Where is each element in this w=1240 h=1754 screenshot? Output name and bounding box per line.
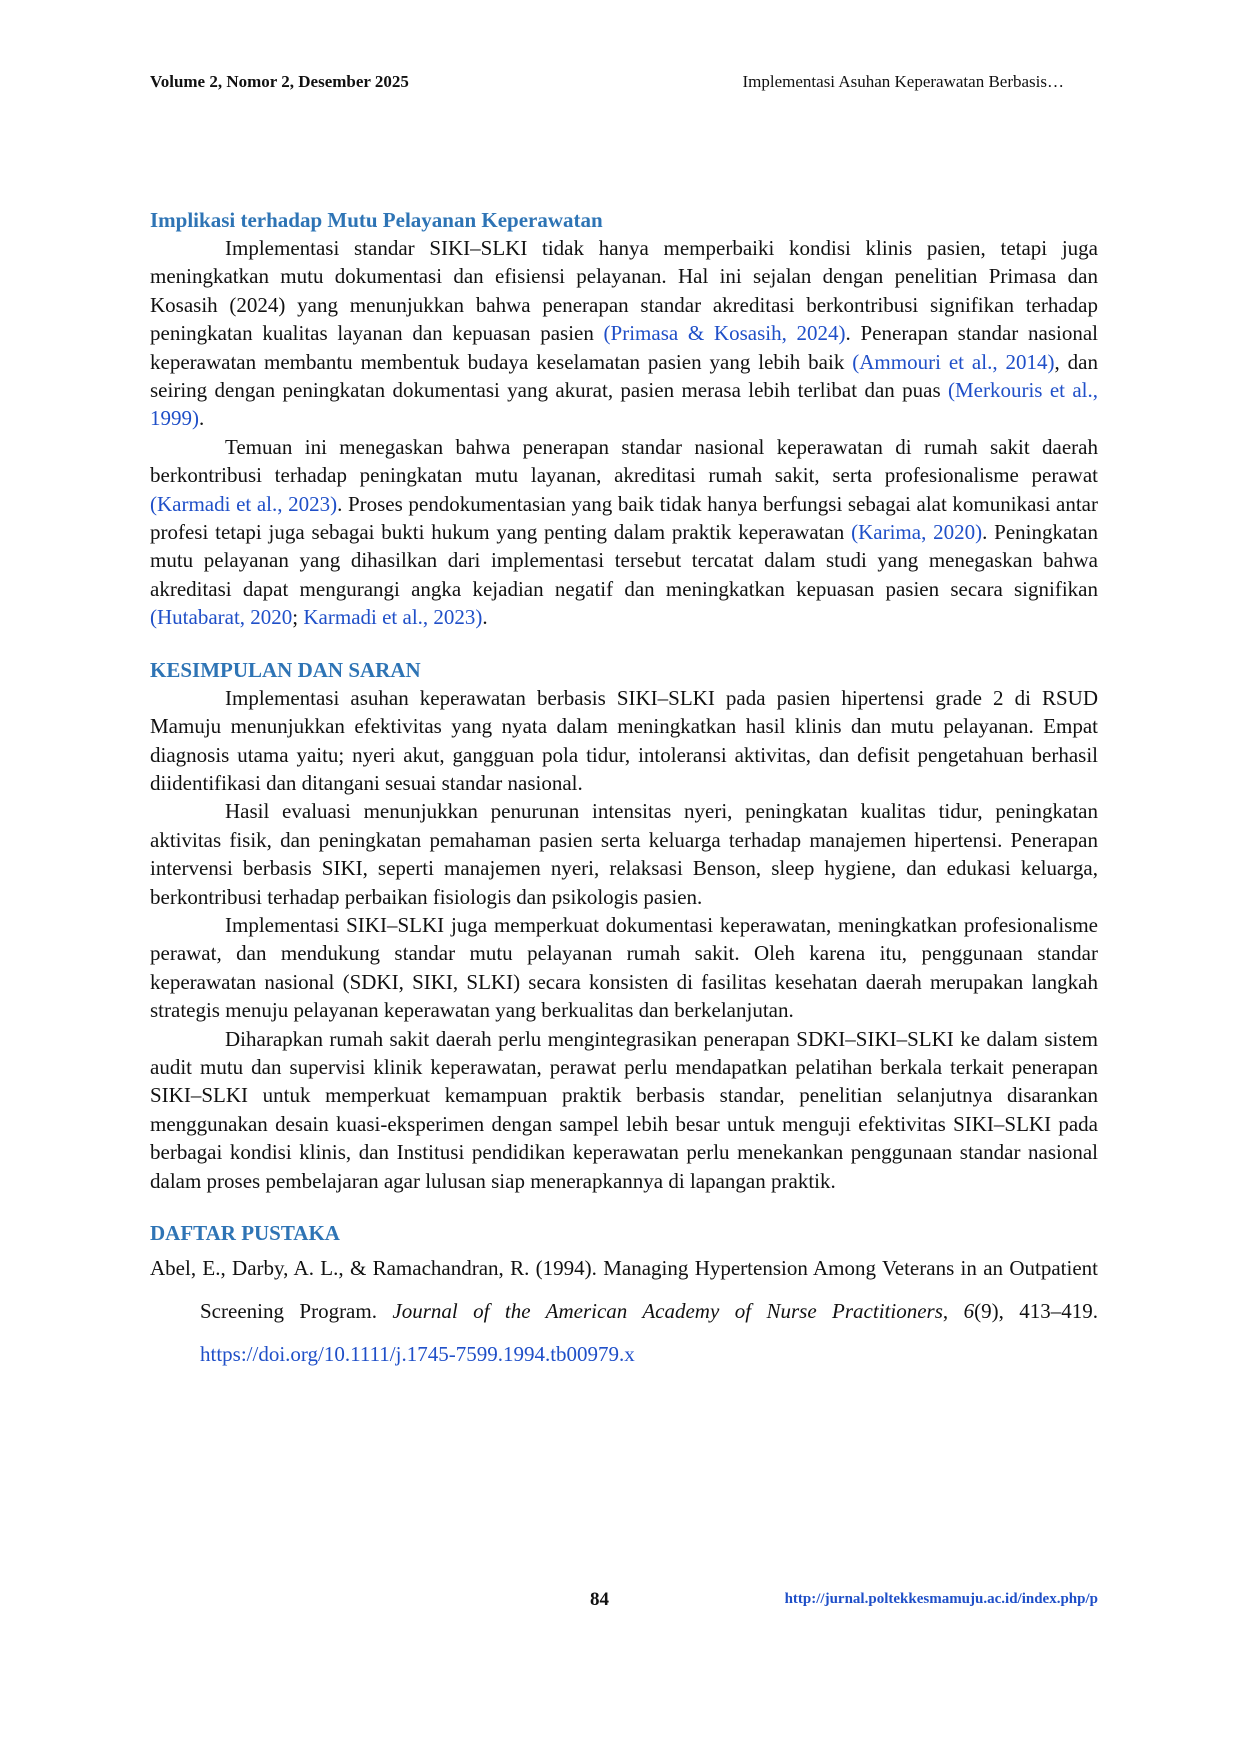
running-title: Implementasi Asuhan Keperawatan Berbasis… <box>742 72 1065 91</box>
reference-doi-link[interactable]: https://doi.org/10.1111/j.1745-7599.1994… <box>200 1342 635 1366</box>
reference-separator: , <box>942 1299 964 1323</box>
paragraph-text: Temuan ini menegaskan bahwa penerapan st… <box>150 434 1098 488</box>
journal-url-link[interactable]: http://jurnal.poltekkesmamuju.ac.id/inde… <box>784 1591 1098 1607</box>
reference-volume: 6 <box>963 1299 975 1323</box>
citation-primasa-link[interactable]: (Primasa & Kosasih, 2024) <box>603 321 846 346</box>
reference-pages: (9), 413–419. <box>974 1299 1098 1323</box>
reference-authors-title: Abel, E., Darby, A. L., & Ramachandran, … <box>150 1256 1098 1323</box>
running-header: Volume 2, Nomor 2, Desember 2025 Impleme… <box>150 72 1090 102</box>
paragraph-text: . <box>199 406 205 431</box>
section-gap <box>150 1195 1098 1219</box>
page-footer: 84 http://jurnal.poltekkesmamuju.ac.id/i… <box>150 1589 1098 1619</box>
citation-hutabarat-link[interactable]: (Hutabarat, 2020 <box>150 605 293 630</box>
paragraph-kesimpulan-3: Implementasi SIKI–SLKI juga memperkuat d… <box>150 912 1098 1023</box>
section-title-daftar-pustaka: DAFTAR PUSTAKA <box>150 1221 340 1245</box>
reference-journal: Journal of the American Academy of Nurse… <box>392 1299 943 1323</box>
paragraph-implikasi-2: Temuan ini menegaskan bahwa penerapan st… <box>150 433 1098 632</box>
paragraph-kesimpulan-4: Diharapkan rumah sakit daerah perlu meng… <box>150 1026 1098 1193</box>
paragraph-text: Implementasi standar SIKI–SLKI tidak han… <box>150 236 1098 346</box>
citation-ammouri-link[interactable]: (Ammouri et al., 2014) <box>852 349 1055 374</box>
page-body: Implikasi terhadap Mutu Pelayanan Kepera… <box>150 206 1098 1376</box>
paragraph-text: . <box>482 605 488 630</box>
journal-issue: Volume 2, Nomor 2, Desember 2025 <box>150 72 409 91</box>
paragraph-implikasi-1: Implementasi standar SIKI–SLKI tidak han… <box>150 234 1098 433</box>
paragraph-text: ; <box>292 605 304 630</box>
paragraph-text: . Penerapan standar nasional keperawatan… <box>150 321 1098 374</box>
section-title-implikasi: Implikasi terhadap Mutu Pelayanan Kepera… <box>150 208 603 232</box>
paragraph-kesimpulan-1: Implementasi asuhan keperawatan berbasis… <box>150 685 1098 795</box>
page-number: 84 <box>590 1589 609 1610</box>
section-title-kesimpulan: KESIMPULAN DAN SARAN <box>150 657 421 682</box>
citation-karmadi-2-link[interactable]: Karmadi et al., 2023) <box>303 605 483 630</box>
citation-karmadi-link[interactable]: (Karmadi et al., 2023) <box>150 491 338 516</box>
paragraph-text: . Peningkatan mutu pelayanan yang dihasi… <box>150 520 1098 601</box>
paragraph-text: , dan seiring dengan peningkatan dokumen… <box>150 349 1098 403</box>
section-gap <box>150 632 1098 656</box>
paragraph-kesimpulan-2: Hasil evaluasi menunjukkan penurunan int… <box>150 799 1098 909</box>
citation-merkouris-link[interactable]: (Merkouris et al., 1999) <box>150 378 1098 431</box>
paragraph-text: . Proses pendokumentasian yang baik tida… <box>150 491 1098 545</box>
reference-entry: Abel, E., Darby, A. L., & Ramachandran, … <box>150 1247 1098 1376</box>
citation-karima-link[interactable]: (Karima, 2020) <box>851 520 983 545</box>
